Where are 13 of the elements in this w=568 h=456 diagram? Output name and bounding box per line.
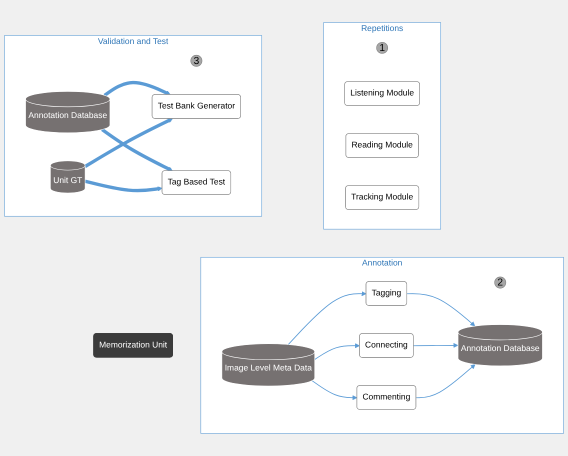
node-circle: 2 bbox=[494, 276, 506, 288]
node-circle: 1 bbox=[376, 42, 388, 54]
arrow bbox=[84, 180, 163, 192]
arrow bbox=[413, 342, 458, 348]
arrow bbox=[84, 118, 173, 168]
arrow bbox=[101, 128, 173, 172]
arrow bbox=[314, 343, 360, 360]
node-circle: 3 bbox=[190, 54, 202, 67]
arrow bbox=[312, 380, 358, 400]
arrow bbox=[406, 293, 476, 326]
arrow bbox=[288, 291, 366, 345]
arrow bbox=[104, 80, 171, 97]
arrow bbox=[416, 364, 476, 398]
